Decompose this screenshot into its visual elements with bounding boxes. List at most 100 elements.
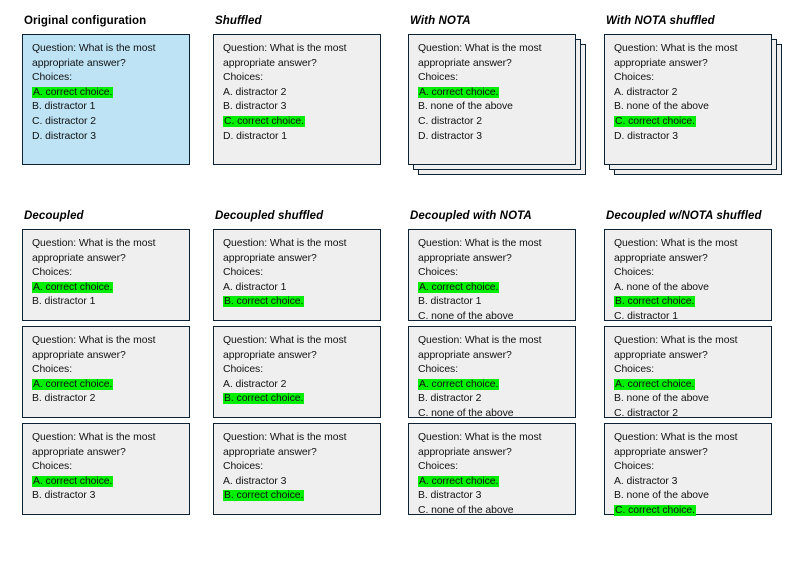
choice-line: A. distractor 3 bbox=[614, 475, 678, 487]
group-title-decoupled-with-nota: Decoupled with NOTA bbox=[410, 210, 532, 222]
question-line: Question: What is the most bbox=[223, 335, 347, 346]
choice-line-correct: A. correct choice. bbox=[418, 475, 567, 490]
correct-answer-highlight: B. correct choice. bbox=[223, 296, 305, 308]
choices-label: Choices: bbox=[614, 364, 655, 376]
group-title-shuffled: Shuffled bbox=[215, 15, 262, 27]
question-card[interactable]: Question: What is the most appropriate an… bbox=[213, 229, 381, 321]
choice-line: C. distractor 2 bbox=[418, 115, 482, 127]
group-title-decoupled-wnota-shuffled: Decoupled w/NOTA shuffled bbox=[606, 210, 762, 222]
choice-line: C. none of the above bbox=[418, 407, 514, 419]
question-line: appropriate answer? bbox=[32, 252, 126, 264]
choices-label: Choices: bbox=[614, 461, 655, 473]
choice-line: B. none of the above bbox=[614, 393, 709, 405]
choice-line-correct: A. correct choice. bbox=[32, 378, 181, 393]
question-card[interactable]: Question: What is the most appropriate an… bbox=[22, 34, 190, 165]
question-line: Question: What is the most bbox=[223, 43, 347, 54]
choice-line: B. none of the above bbox=[418, 101, 513, 113]
question-line: Question: What is the most bbox=[32, 432, 156, 443]
choices-label: Choices: bbox=[223, 267, 264, 279]
choices-label: Choices: bbox=[418, 267, 459, 279]
question-card[interactable]: Question: What is the most appropriate an… bbox=[213, 34, 381, 165]
question-line: appropriate answer? bbox=[32, 57, 126, 69]
question-line: appropriate answer? bbox=[223, 349, 317, 361]
choice-line-correct: A. correct choice. bbox=[418, 378, 567, 393]
card-stack-decoupled-shuffled: Question: What is the most appropriate an… bbox=[213, 229, 395, 515]
group-title-with-nota: With NOTA bbox=[410, 15, 471, 27]
question-line: appropriate answer? bbox=[614, 57, 708, 69]
question-card[interactable]: Question: What is the most appropriate an… bbox=[22, 229, 190, 321]
question-line: appropriate answer? bbox=[223, 57, 317, 69]
choices-label: Choices: bbox=[223, 72, 264, 84]
choice-line-correct: A. correct choice. bbox=[418, 86, 567, 101]
correct-answer-highlight: A. correct choice. bbox=[32, 86, 114, 98]
choice-line-correct: C. correct choice. bbox=[223, 115, 372, 130]
correct-answer-highlight: B. correct choice. bbox=[614, 296, 696, 308]
choice-line-correct: A. correct choice. bbox=[32, 281, 181, 296]
choices-label: Choices: bbox=[418, 364, 459, 376]
choice-line-correct: B. correct choice. bbox=[614, 295, 763, 310]
question-line: Question: What is the most bbox=[32, 238, 156, 249]
question-line: appropriate answer? bbox=[418, 252, 512, 264]
question-line: appropriate answer? bbox=[614, 446, 708, 458]
question-line: Question: What is the most bbox=[614, 432, 738, 443]
question-card[interactable]: Question: What is the most appropriate an… bbox=[604, 423, 772, 516]
choice-line-correct: B. correct choice. bbox=[223, 489, 372, 504]
choice-line: B. distractor 3 bbox=[32, 490, 96, 502]
choice-line: A. distractor 3 bbox=[223, 475, 287, 487]
choice-line: A. distractor 2 bbox=[223, 378, 287, 390]
choice-line: D. distractor 1 bbox=[223, 130, 287, 142]
choice-line: D. distractor 3 bbox=[614, 130, 678, 142]
question-line: appropriate answer? bbox=[32, 349, 126, 361]
correct-answer-highlight: A. correct choice. bbox=[32, 378, 114, 390]
question-line: Question: What is the most bbox=[223, 432, 347, 443]
choices-label: Choices: bbox=[32, 461, 73, 473]
panel-group-decoupled-with-nota: Decoupled with NOTA Question: What is the… bbox=[408, 209, 590, 516]
choice-line-correct: B. correct choice. bbox=[223, 295, 372, 310]
choice-line: C. none of the above bbox=[418, 504, 514, 516]
choice-line: C. distractor 2 bbox=[614, 407, 678, 419]
question-line: appropriate answer? bbox=[418, 349, 512, 361]
choices-label: Choices: bbox=[418, 72, 459, 84]
question-line: appropriate answer? bbox=[223, 252, 317, 264]
card-stack-decoupled-wnota-shuffled: Question: What is the most appropriate an… bbox=[604, 229, 786, 516]
choice-line: A. distractor 2 bbox=[223, 86, 287, 98]
choice-line: D. distractor 3 bbox=[418, 130, 482, 142]
correct-answer-highlight: B. correct choice. bbox=[223, 393, 305, 405]
choice-line: B. distractor 2 bbox=[32, 393, 96, 405]
question-line: appropriate answer? bbox=[614, 349, 708, 361]
choice-line-correct: A. correct choice. bbox=[32, 86, 181, 101]
correct-answer-highlight: A. correct choice. bbox=[32, 281, 114, 293]
choice-line-correct: A. correct choice. bbox=[418, 281, 567, 296]
choice-line-correct: C. correct choice. bbox=[614, 504, 763, 519]
question-line: appropriate answer? bbox=[418, 57, 512, 69]
group-title-decoupled-shuffled: Decoupled shuffled bbox=[215, 210, 324, 222]
question-line: Question: What is the most bbox=[32, 43, 156, 54]
card-stack-decoupled: Question: What is the most appropriate an… bbox=[22, 229, 204, 515]
correct-answer-highlight: C. correct choice. bbox=[223, 115, 305, 127]
choice-line: B. distractor 1 bbox=[32, 101, 96, 113]
choice-line-correct: C. correct choice. bbox=[614, 115, 763, 130]
card-stack-original-configuration: Question: What is the most appropriate an… bbox=[22, 34, 204, 165]
choices-label: Choices: bbox=[223, 364, 264, 376]
choice-line: B. distractor 2 bbox=[418, 393, 482, 405]
question-card[interactable]: Question: What is the most appropriate an… bbox=[213, 326, 381, 418]
choice-line: B. distractor 1 bbox=[32, 296, 96, 308]
choice-line: A. distractor 2 bbox=[614, 86, 678, 98]
choice-line: B. distractor 3 bbox=[223, 101, 287, 113]
question-line: Question: What is the most bbox=[223, 238, 347, 249]
